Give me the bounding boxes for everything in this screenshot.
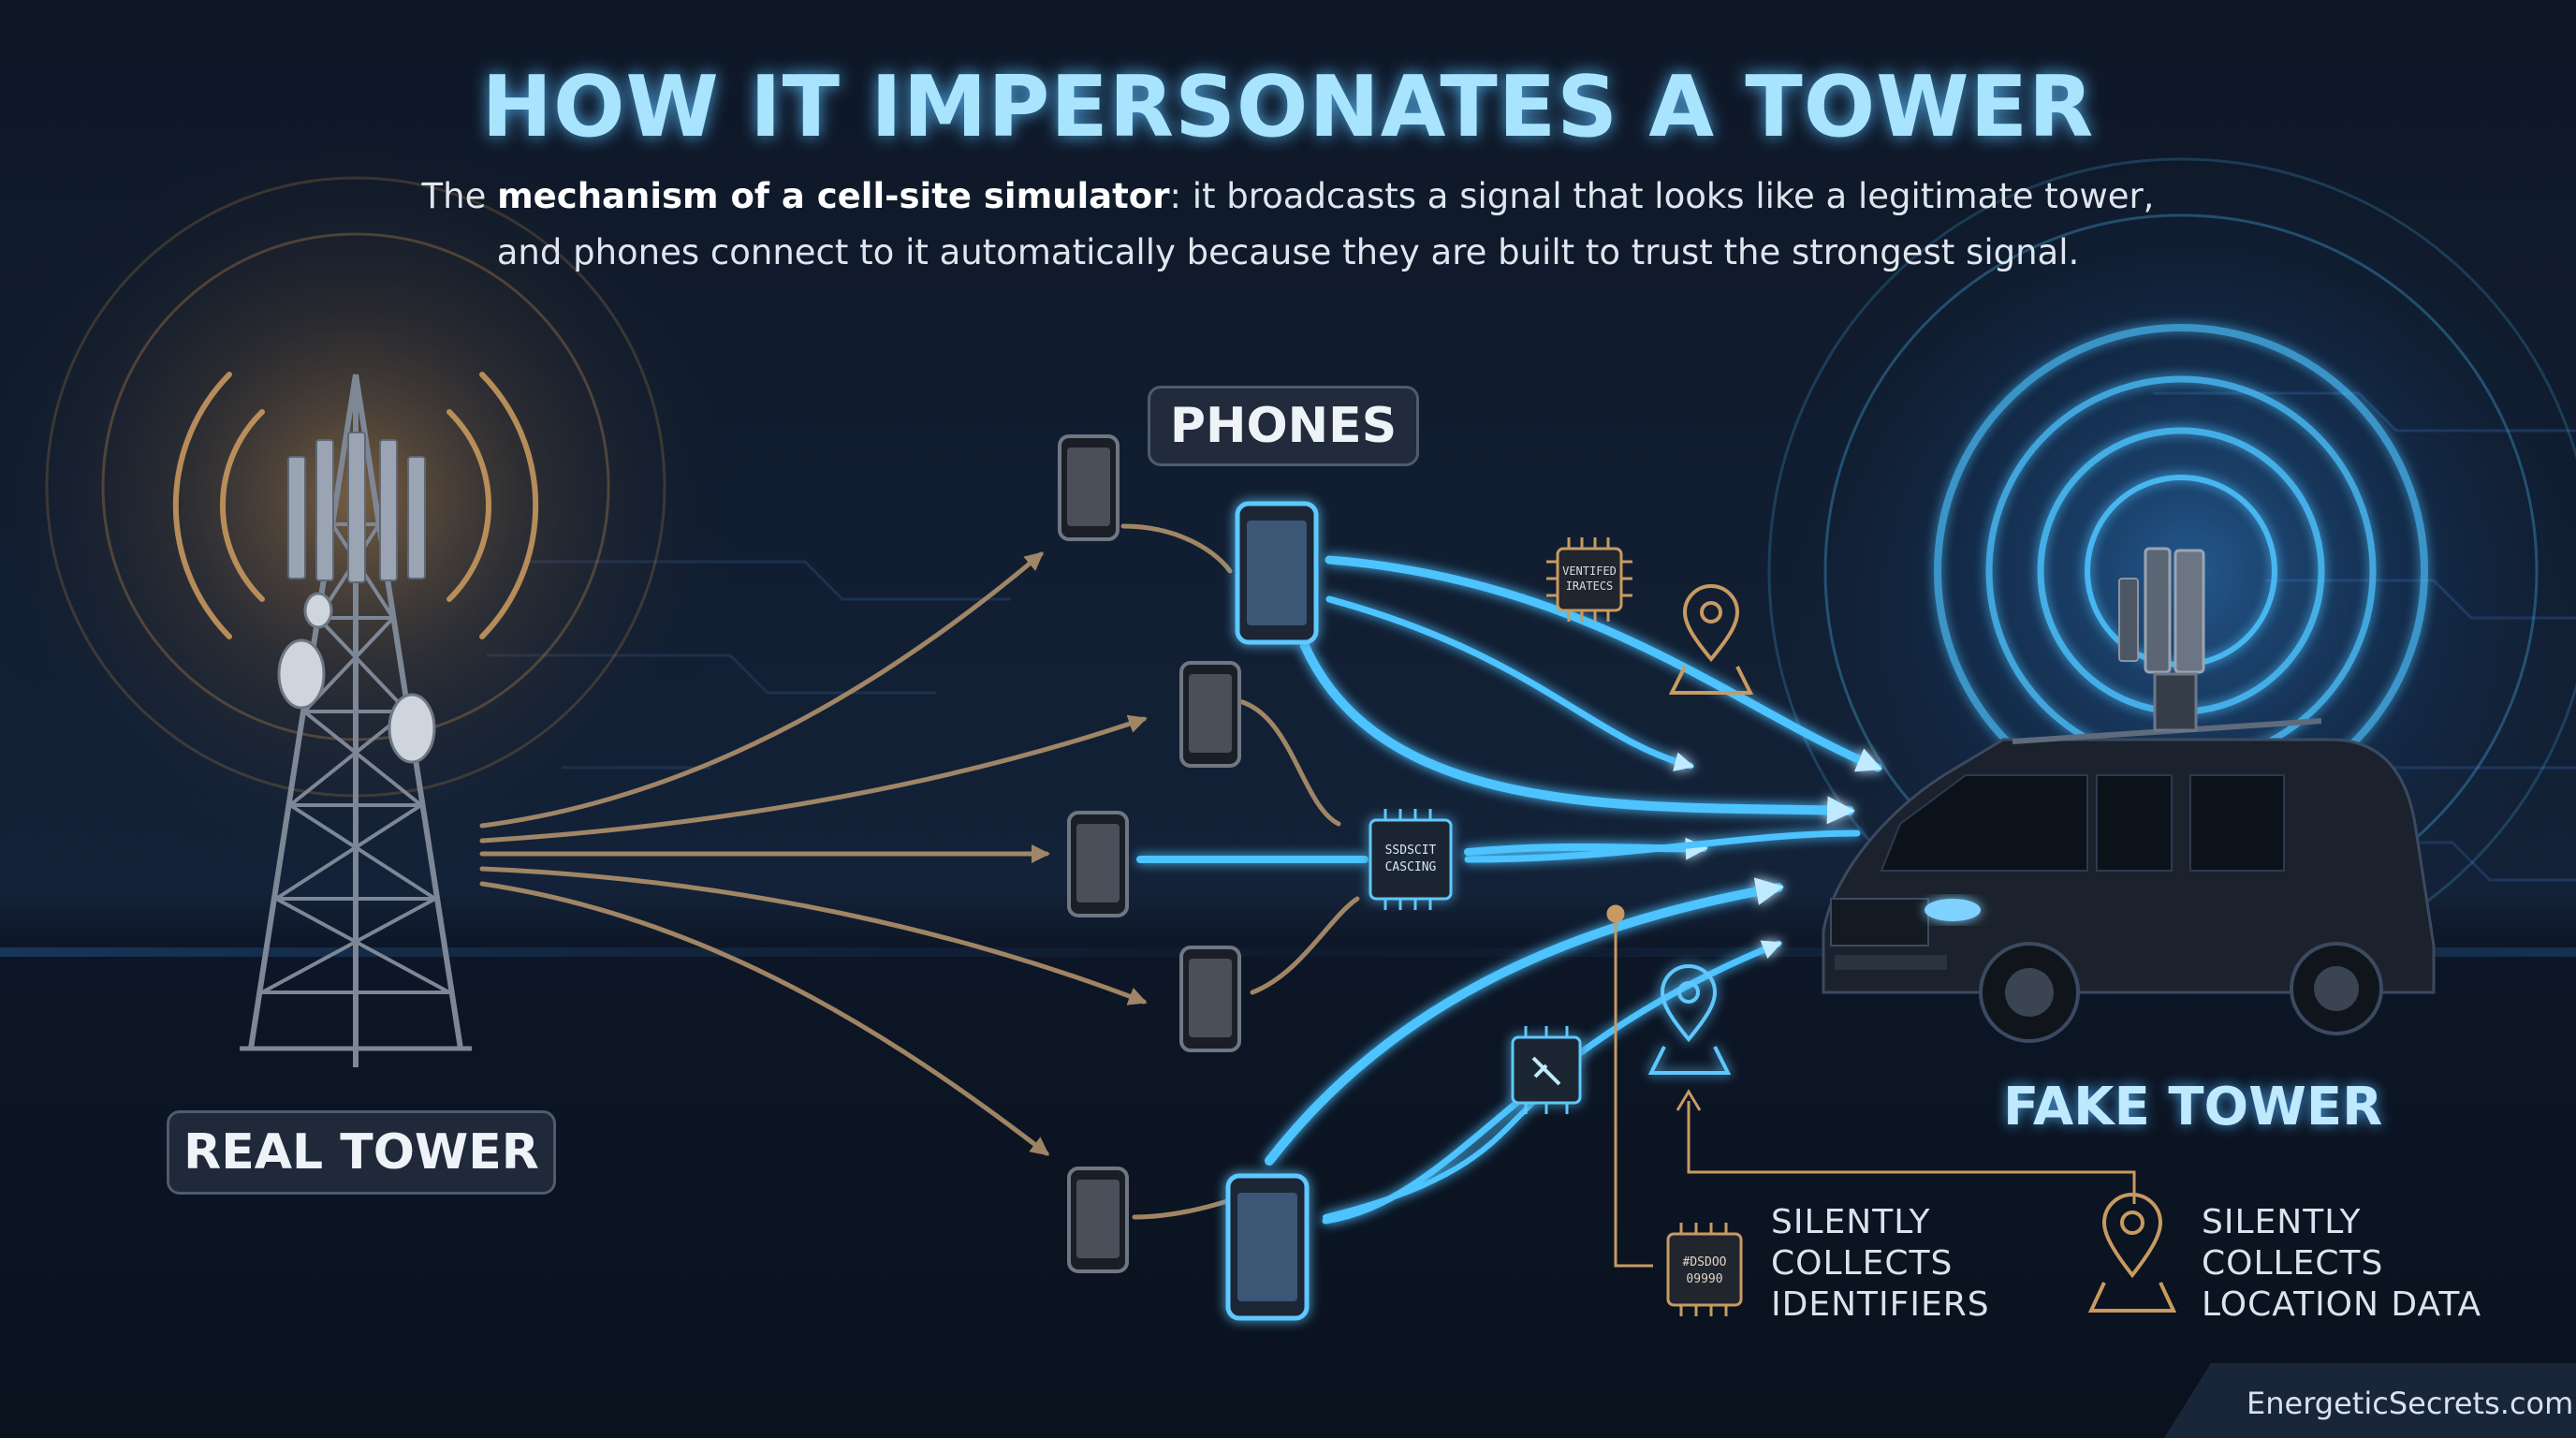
subtitle-line-2: and phones connect to it automatically b… [496, 232, 2080, 272]
location-pin-icon [1668, 584, 1754, 695]
horizon-line [0, 947, 2576, 957]
tower-dish-antennas [277, 592, 436, 764]
page-subtitle: The mechanism of a cell-site simulator: … [0, 169, 2576, 281]
subtitle-bold: mechanism of a cell-site simulator [497, 176, 1170, 216]
note-identifiers-line-1: SILENTLY [1771, 1203, 1931, 1241]
fake-tower-label: FAKE TOWER [2003, 1077, 2383, 1137]
page-title: HOW IT IMPERSONATES A TOWER [481, 58, 2095, 156]
chip-icon: #DSDOO 09990 [1666, 1223, 1743, 1316]
phone-icon-highlighted [1235, 501, 1319, 645]
note-location-line-3: LOCATION DATA [2202, 1285, 2482, 1324]
subtitle-prefix: The [421, 176, 498, 216]
phones-label: PHONES [1148, 386, 1419, 466]
phone-icon [1179, 661, 1241, 768]
van-icon [1822, 718, 2436, 1043]
chip-text-top-2: IRATECS [1566, 580, 1614, 593]
phone-icon [1179, 946, 1241, 1052]
chip-icon: VENTIFED IRATECS [1546, 537, 1632, 622]
real-signal-paths [479, 523, 1360, 1220]
note-identifiers-line-2: COLLECTS [1771, 1244, 1954, 1283]
location-pin-icon [2087, 1193, 2177, 1313]
phone-icon [1067, 811, 1129, 917]
chip-text-mid-2: CASCING [1385, 860, 1437, 874]
phone-icon [1067, 1167, 1129, 1273]
phone-icon-highlighted [1225, 1173, 1310, 1321]
chip-text-mid-1: SSDSCIT [1385, 844, 1437, 858]
real-tower-signal-arcs [172, 372, 539, 639]
brand-corner [2164, 1363, 2576, 1438]
note-location-line-1: SILENTLY [2202, 1203, 2362, 1241]
location-pin-icon [1647, 964, 1732, 1075]
chip-text-top-1: VENTIFED [1562, 565, 1617, 578]
phone-icon [1058, 434, 1120, 541]
real-tower-label: REAL TOWER [167, 1110, 556, 1195]
note-location: SILENTLY COLLECTS LOCATION DATA [2202, 1202, 2481, 1326]
chip-text-bottom-1: #DSDOO [1683, 1255, 1727, 1269]
brand-link[interactable]: EnergeticSecrets.com [2247, 1386, 2574, 1421]
chip-icon: SSDSCIT CASCING [1368, 809, 1453, 910]
tower-antenna-panels [287, 432, 426, 583]
note-identifiers-line-3: IDENTIFIERS [1771, 1285, 1990, 1324]
chip-text-bottom-2: 09990 [1686, 1272, 1722, 1286]
subtitle-suffix: : it broadcasts a signal that looks like… [1169, 176, 2155, 216]
note-location-line-2: COLLECTS [2202, 1244, 2384, 1283]
note-connectors [1606, 904, 2136, 1268]
note-identifiers: SILENTLY COLLECTS IDENTIFIERS [1771, 1202, 1990, 1326]
antenna-icon [2118, 547, 2205, 732]
chip-icon [1511, 1026, 1582, 1114]
